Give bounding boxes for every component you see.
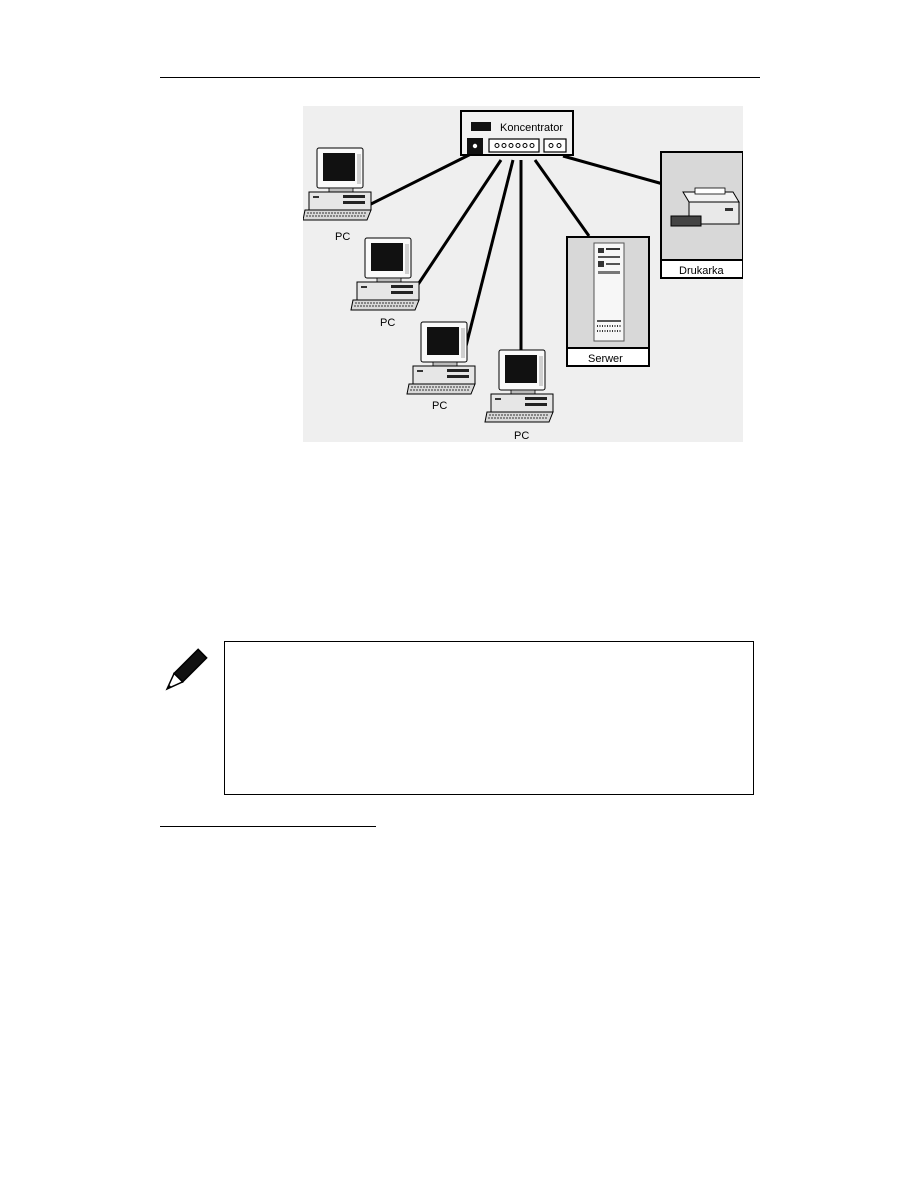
server-label: Serwer xyxy=(588,353,623,365)
pc-label-2: PC xyxy=(380,317,395,329)
pc-label-1: PC xyxy=(335,231,350,243)
printer: Drukarka xyxy=(660,151,743,279)
pc-3: PC xyxy=(406,321,476,412)
note-box xyxy=(224,641,754,795)
pc-label-4: PC xyxy=(514,430,529,442)
pc-1: PC xyxy=(303,147,372,243)
hub: Koncentrator xyxy=(460,110,574,156)
server: Serwer xyxy=(566,236,650,367)
header-rule xyxy=(160,77,760,78)
pc-label-3: PC xyxy=(432,400,447,412)
network-diagram: Koncentrator PC PC PC PC Serwer xyxy=(303,106,743,442)
printer-label: Drukarka xyxy=(679,265,725,277)
pc-2: PC xyxy=(350,237,420,329)
footnote-rule xyxy=(160,826,376,827)
pencil-icon xyxy=(165,648,208,691)
pc-4: PC xyxy=(484,349,554,442)
hub-label: Koncentrator xyxy=(500,122,563,134)
cables xyxy=(366,152,664,359)
